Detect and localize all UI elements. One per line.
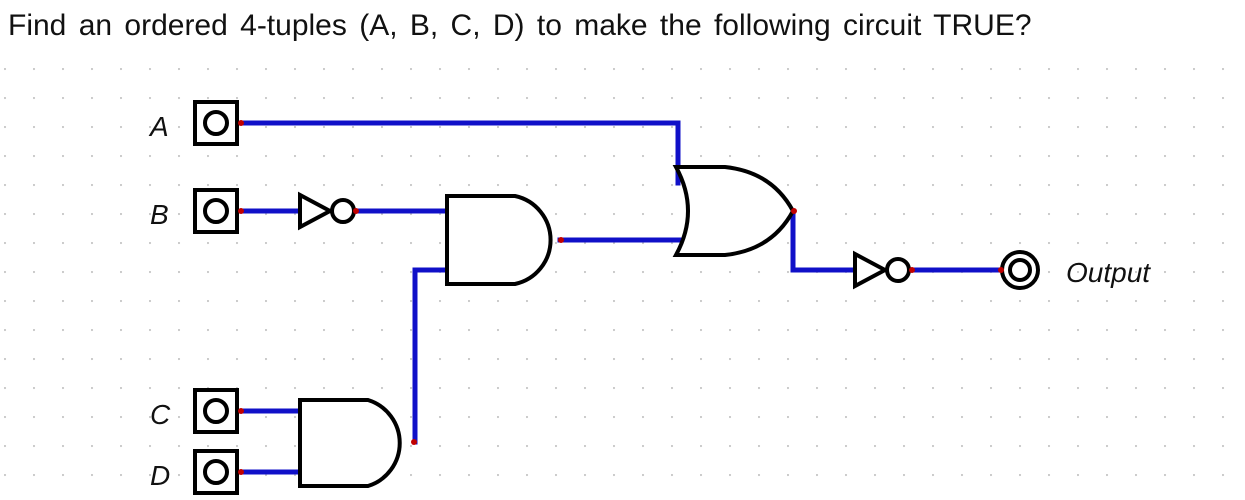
pin-b-out (238, 208, 244, 214)
wires (239, 120, 1003, 475)
input-switch-c[interactable] (193, 388, 239, 434)
input-switch-b[interactable] (193, 188, 239, 234)
and-gate-top (445, 194, 553, 286)
wire-a-to-or (239, 120, 681, 186)
pin-c-out (238, 408, 244, 414)
and-gate-bottom (298, 398, 402, 488)
pin-d-out (238, 469, 244, 475)
input-label-d: D (150, 460, 170, 491)
pins (238, 120, 1004, 475)
output-led (1000, 250, 1040, 290)
pin-or-out (791, 208, 797, 214)
grid-background (0, 48, 1245, 500)
input-label-b: B (150, 199, 169, 230)
pin-and-bottom-out (411, 439, 417, 445)
wire-and-bottom-to-and-top (412, 267, 448, 445)
wire-or-to-not (790, 208, 858, 273)
or-gate (672, 165, 796, 257)
pin-not-out-out (909, 267, 915, 273)
pin-and-top-out (558, 237, 564, 243)
pin-not-b-out (353, 208, 359, 214)
question-text: Find an ordered 4-tuples (A, B, C, D) to… (8, 9, 1032, 42)
input-switch-a[interactable] (193, 100, 239, 146)
output-label: Output (1066, 257, 1151, 288)
pin-output-in (998, 267, 1004, 273)
input-switch-d[interactable] (193, 449, 239, 495)
input-label-c: C (150, 399, 171, 430)
input-label-a: A (148, 111, 169, 142)
pin-a-out (238, 120, 244, 126)
